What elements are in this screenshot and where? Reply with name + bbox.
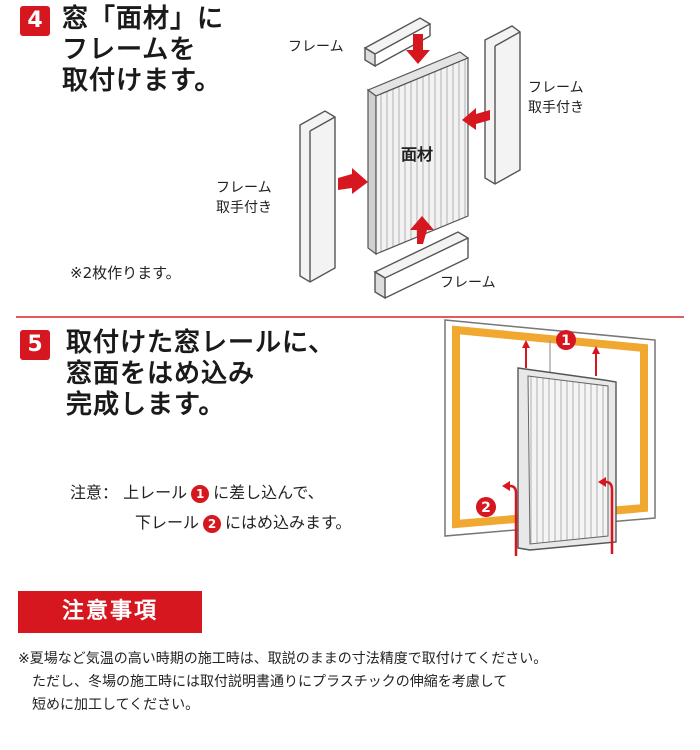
note-text: に差し込んで、 [213,483,324,502]
caution-text: ※夏場など気温の高い時期の施工時は、取説のままの寸法精度で取付けてください。 た… [18,648,547,717]
step-5-badge: 5 [20,330,50,360]
arrow-up [410,216,434,244]
caution-line: ただし、冬場の施工時には取付説明書通りにプラスチックの伸縮を考慮して [18,674,508,690]
insert-arrow-left [509,484,518,556]
step-2-marker [476,497,496,517]
number-2-badge: 2 [203,514,222,533]
caution-line: 短めに加工してください。 [18,697,200,713]
step-1-marker [556,330,576,350]
label-frame-bottom: フレーム [440,275,496,291]
panel-surface [366,51,470,256]
frame-assembly-diagram [299,17,521,300]
step-4-heading: 窓「面材」に フレームを 取付けます。 [62,4,224,97]
left-handle-frame [299,110,336,283]
section-divider [16,316,684,318]
caution-line: ※夏場など気温の高い時期の施工時は、取説のままの寸法精度で取付けてください。 [18,651,548,667]
step-4-heading-line: 取付けます。 [62,66,222,96]
label-frame-handle-right: フレーム 取手付き [528,78,584,118]
step-1-marker-text: 1 [561,333,571,349]
right-handle-frame [484,25,521,185]
note-text: にはめ込みます。 [225,513,352,532]
arrow-right [338,168,368,194]
number-1-badge: 1 [191,484,210,503]
label-line: 取手付き [216,200,272,216]
note-label: 注意： [70,483,119,502]
step-4-badge: 4 [20,6,50,36]
label-panel: 面材 [401,145,434,164]
screen-panel [517,367,617,551]
label-line: フレーム [216,180,272,196]
label-frame-top: フレーム [288,39,344,55]
step-5-heading-line: 完成します。 [66,390,226,420]
note-text: 上レール [123,483,188,502]
step-4-heading-line: フレームを [62,35,197,65]
label-line: フレーム [528,80,584,96]
label-line: 取手付き [528,100,584,116]
step-2-marker-text: 2 [481,500,491,516]
caution-title: 注意事項 [18,591,202,633]
note-text: 下レール [135,513,200,532]
step-5-heading-line: 取付けた窓レールに、 [66,328,336,358]
step-4-note: ※2枚作ります。 [70,264,181,282]
window-install-diagram: 1 2 [444,319,656,556]
arrow-down [406,34,430,64]
insert-arrow-right [605,480,614,554]
arrow-left [462,108,490,130]
step-5-heading-line: 窓面をはめ込み [66,359,256,389]
step-5-heading: 取付けた窓レールに、 窓面をはめ込み 完成します。 [66,328,335,421]
bottom-frame [373,231,470,300]
step-4-heading-line: 窓「面材」に [62,4,225,34]
label-frame-handle-left: フレーム 取手付き [216,178,272,218]
